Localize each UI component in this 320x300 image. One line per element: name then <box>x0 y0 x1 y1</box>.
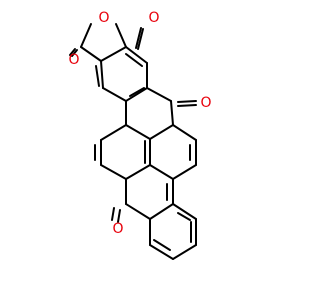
bond-line <box>149 124 174 140</box>
ketone-oxygen-upper-label: O <box>200 95 211 111</box>
bond-line <box>153 239 171 251</box>
bond-line <box>146 87 172 102</box>
bond-line <box>100 60 104 89</box>
bond-line <box>115 23 127 48</box>
anhydride-carbonyl-oxygen-left-label: O <box>68 52 79 68</box>
bond-line <box>177 100 197 103</box>
ketone-oxygen-lower-label: O <box>112 221 123 237</box>
bond-line <box>100 164 127 180</box>
bond-line <box>117 209 121 223</box>
bond-line <box>100 46 127 62</box>
bond-line <box>172 164 197 180</box>
bond-line <box>129 87 145 97</box>
bond-line <box>69 48 76 56</box>
bond-line <box>95 65 100 87</box>
bond-line <box>125 203 151 220</box>
bond-line <box>177 104 197 107</box>
bond-line <box>137 28 144 50</box>
molecule-structure-diagram: O O O O O <box>68 10 212 260</box>
bond-line <box>80 23 92 48</box>
bond-line <box>135 27 142 49</box>
anhydride-ring-oxygen-label: O <box>98 10 109 26</box>
bond-line <box>149 244 174 260</box>
bond-line <box>80 46 102 62</box>
bond-line <box>125 46 148 64</box>
bond-line <box>71 49 78 57</box>
bond-line <box>172 203 197 220</box>
bond-line <box>172 244 197 260</box>
bond-lines <box>69 23 197 260</box>
bond-line <box>172 124 197 141</box>
bond-line <box>149 164 174 180</box>
bond-line <box>149 203 174 220</box>
bond-line <box>111 207 115 221</box>
atom-labels: O O O O O <box>68 10 211 237</box>
bond-line <box>125 53 143 67</box>
bond-line <box>125 87 148 102</box>
bond-line <box>170 100 174 126</box>
bond-line <box>102 87 127 102</box>
bond-line <box>125 164 151 180</box>
bond-line <box>100 124 127 141</box>
bond-line <box>125 124 151 140</box>
bond-line <box>177 212 191 221</box>
anhydride-carbonyl-oxygen-right-label: O <box>148 10 159 26</box>
